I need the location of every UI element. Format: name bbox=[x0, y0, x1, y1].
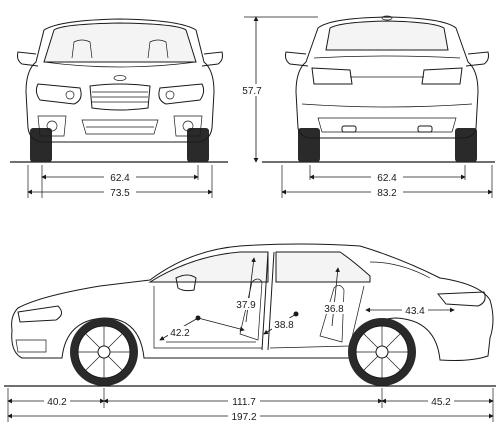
overall-length-label: 197.2 bbox=[231, 412, 256, 423]
front-seat-left bbox=[71, 39, 93, 59]
front-track-label: 62.4 bbox=[110, 173, 130, 184]
rear-overhang-label-bg bbox=[428, 395, 454, 407]
side-body-outline bbox=[11, 243, 494, 361]
front-badge bbox=[113, 75, 127, 81]
front-width-label-bg bbox=[104, 186, 136, 198]
front-windshield bbox=[43, 22, 197, 63]
front-headlamp-right bbox=[165, 90, 175, 100]
rear-legroom-label: 38.8 bbox=[274, 320, 294, 331]
height-dimension: 57.7 bbox=[240, 16, 318, 163]
rear-dimensions: 62.4 83.2 bbox=[281, 165, 493, 199]
front-foglight-left bbox=[46, 120, 58, 132]
trunk-label: 43.4 bbox=[405, 306, 425, 317]
front-overhang-label: 40.2 bbox=[47, 397, 67, 408]
side-taillight bbox=[436, 291, 486, 307]
interior-dimensions: 42.2 37.9 38.8 36.8 43.4 bbox=[159, 257, 455, 341]
side-rear-window bbox=[275, 251, 371, 283]
overall-length-label-bg bbox=[228, 410, 260, 422]
rear-exhaust-right bbox=[417, 125, 433, 133]
rear-headroom-label-bg bbox=[322, 302, 346, 314]
rear-antenna-fin bbox=[381, 15, 393, 21]
rear-decklid-line bbox=[313, 55, 461, 59]
rear-headroom-arrow bbox=[331, 267, 340, 327]
rear-taillight-right bbox=[421, 67, 463, 85]
front-right-tire bbox=[187, 128, 209, 162]
front-headroom-arrow bbox=[245, 257, 256, 323]
front-left-tire bbox=[30, 128, 52, 162]
side-rear-seat bbox=[319, 285, 345, 343]
rear-bumper-line bbox=[301, 103, 473, 108]
front-foglight-right bbox=[182, 120, 194, 132]
front-track-label-bg bbox=[104, 171, 136, 183]
rear-right-tire bbox=[455, 128, 477, 162]
front-headlamp-left bbox=[65, 90, 75, 100]
front-mirror-right bbox=[201, 51, 223, 67]
rear-width-label-bg bbox=[371, 186, 403, 198]
wheelbase-label: 111.7 bbox=[232, 397, 256, 408]
front-headroom-label: 37.9 bbox=[236, 300, 256, 311]
rear-legroom-label-bg bbox=[272, 318, 296, 330]
side-b-pillar-2 bbox=[267, 251, 275, 351]
rear-body-outline bbox=[295, 16, 479, 139]
side-rear-wheel bbox=[348, 318, 416, 386]
front-fog-housing-right bbox=[173, 115, 203, 137]
rear-mirror-right bbox=[465, 51, 489, 67]
side-front-foglight bbox=[15, 339, 47, 353]
front-grille bbox=[89, 83, 151, 111]
height-label-bg bbox=[240, 84, 264, 96]
front-headlight-right bbox=[158, 83, 205, 105]
front-view bbox=[10, 18, 228, 163]
side-b-pillar bbox=[261, 251, 269, 351]
front-overhang-label-bg bbox=[44, 395, 70, 407]
front-hood-line bbox=[43, 61, 197, 68]
side-rear-glass-line bbox=[369, 261, 431, 279]
front-lower-intake bbox=[81, 119, 159, 135]
rear-headroom-label: 36.8 bbox=[324, 304, 344, 315]
side-front-wheel bbox=[70, 318, 138, 386]
front-legroom-arrow-b bbox=[197, 317, 245, 332]
rear-left-tire bbox=[298, 128, 320, 162]
rear-overhang-label: 45.2 bbox=[431, 397, 451, 408]
rear-width-label: 83.2 bbox=[377, 188, 397, 199]
rear-mirror-left bbox=[285, 51, 309, 67]
front-dimensions: 62.4 73.5 bbox=[27, 165, 213, 199]
front-mirror-left bbox=[17, 51, 39, 67]
front-fog-housing-left bbox=[37, 115, 67, 137]
front-legroom-label-bg bbox=[168, 326, 192, 338]
side-mirror bbox=[175, 274, 197, 292]
side-dimensions: 40.2 111.7 45.2 197.2 bbox=[7, 388, 494, 423]
rear-track-label: 62.4 bbox=[377, 173, 397, 184]
front-width-label: 73.5 bbox=[110, 188, 130, 199]
rear-window bbox=[325, 20, 449, 51]
rear-view bbox=[262, 15, 495, 163]
front-body-outline bbox=[25, 18, 215, 143]
front-headroom-label-bg bbox=[234, 298, 258, 310]
rear-track-label-bg bbox=[371, 171, 403, 183]
rear-exhaust-left bbox=[341, 125, 357, 133]
side-front-seat bbox=[239, 278, 263, 341]
side-view bbox=[4, 243, 496, 387]
rear-taillight-left bbox=[311, 67, 353, 85]
front-legroom-label: 42.2 bbox=[170, 328, 190, 339]
front-headlight-left bbox=[35, 83, 82, 105]
wheelbase-label-bg bbox=[228, 395, 260, 407]
side-rear-door bbox=[269, 285, 365, 349]
side-headlight bbox=[17, 305, 62, 323]
side-front-window bbox=[148, 251, 269, 283]
front-seat-right bbox=[147, 39, 169, 59]
trunk-label-bg bbox=[402, 304, 428, 316]
side-front-door bbox=[153, 286, 262, 349]
height-label: 57.7 bbox=[242, 86, 262, 97]
rear-diffuser bbox=[317, 117, 457, 133]
